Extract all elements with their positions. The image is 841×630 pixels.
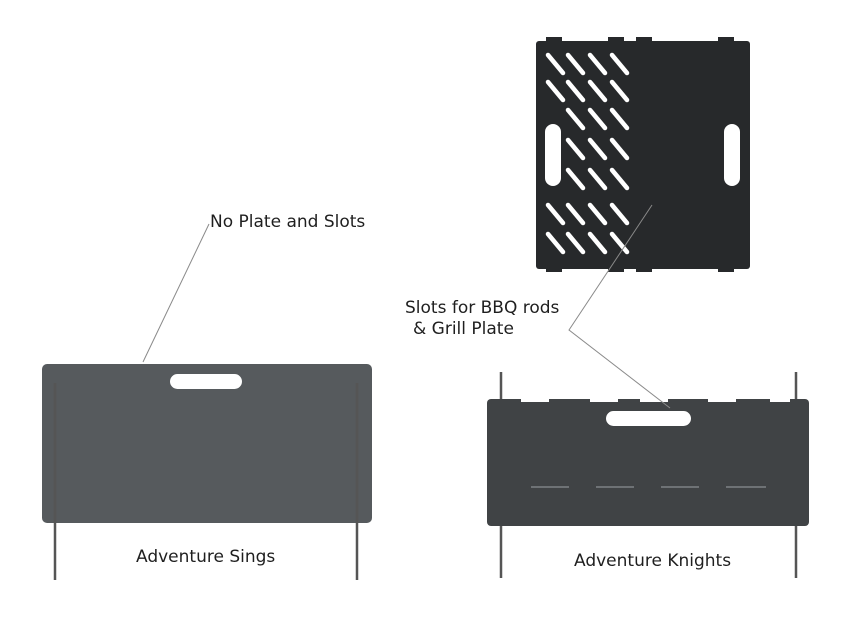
sings-handle xyxy=(170,374,242,389)
knights-assembly xyxy=(487,372,809,578)
leader-no-plate xyxy=(142,223,210,363)
grill-plate-body xyxy=(536,41,750,269)
label-adventure-knights: Adventure Knights xyxy=(574,551,731,571)
label-slots-line2: & Grill Plate xyxy=(413,319,514,339)
grill-plate-tabs xyxy=(546,37,734,272)
label-slots-line1: Slots for BBQ rods xyxy=(405,298,560,318)
knights-handle xyxy=(606,411,691,426)
sings-panel xyxy=(42,364,372,523)
label-no-plate-and-slots: No Plate and Slots xyxy=(210,212,365,232)
grill-plate-slots xyxy=(545,52,630,255)
leader-slots xyxy=(568,204,671,409)
knights-top-notches xyxy=(521,399,790,402)
label-adventure-sings: Adventure Sings xyxy=(136,547,275,567)
grill-plate xyxy=(536,37,750,272)
knights-panel xyxy=(487,399,809,526)
sings-assembly xyxy=(42,364,372,580)
grill-plate-handle-right xyxy=(724,124,740,186)
grill-plate-handle-left xyxy=(545,124,561,186)
